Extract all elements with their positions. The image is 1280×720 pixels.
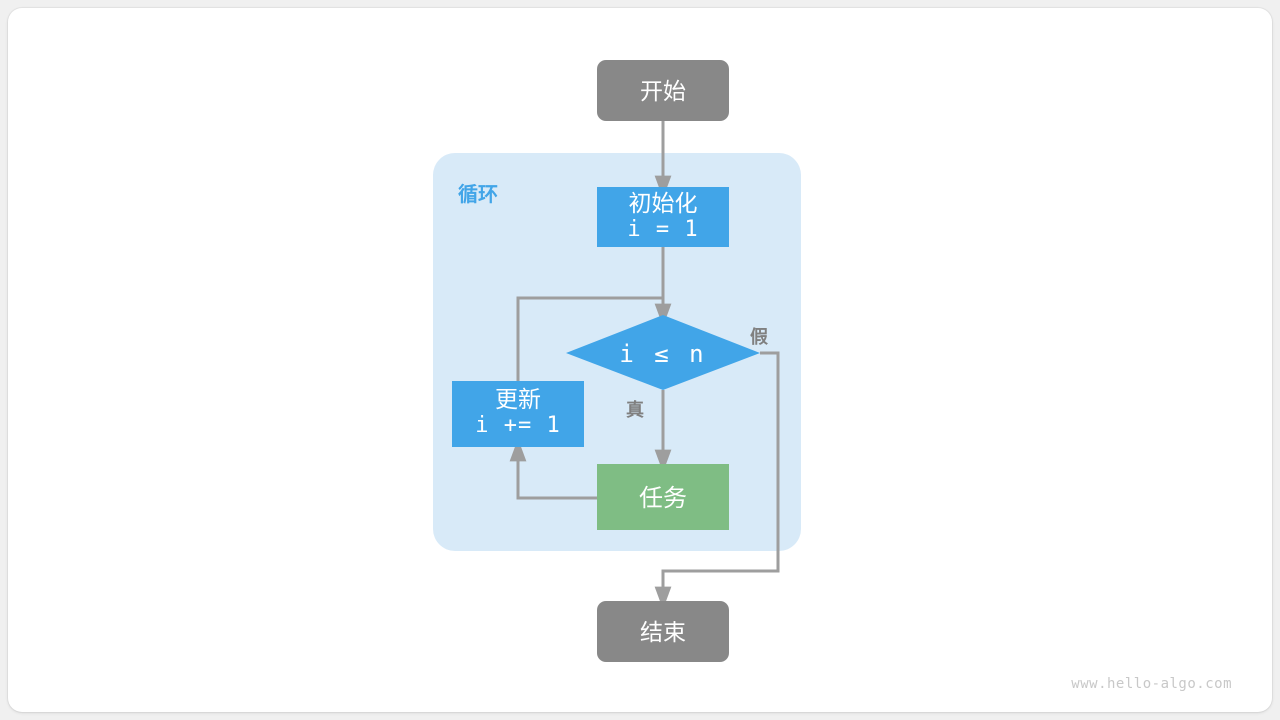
node-cond[interactable] <box>566 315 760 390</box>
loop-container-label: 循环 <box>458 184 498 206</box>
diagram-card: 循环 开始 初始化 i = 1 i ≤ n 更新 i += 1 任务 结束 真 … <box>8 8 1272 712</box>
node-start[interactable] <box>597 60 729 121</box>
node-update[interactable] <box>452 381 584 447</box>
node-task[interactable] <box>597 464 729 530</box>
node-end[interactable] <box>597 601 729 662</box>
edge-cond-to-end <box>654 351 780 610</box>
edge-task-to-update <box>509 438 597 500</box>
node-init[interactable] <box>597 187 729 247</box>
edge-update-to-cond <box>516 296 665 381</box>
branch-label-false: 假 <box>750 327 768 347</box>
watermark: www.hello-algo.com <box>1071 676 1232 692</box>
flowchart-svg <box>433 60 801 662</box>
branch-label-true: 真 <box>626 400 644 420</box>
